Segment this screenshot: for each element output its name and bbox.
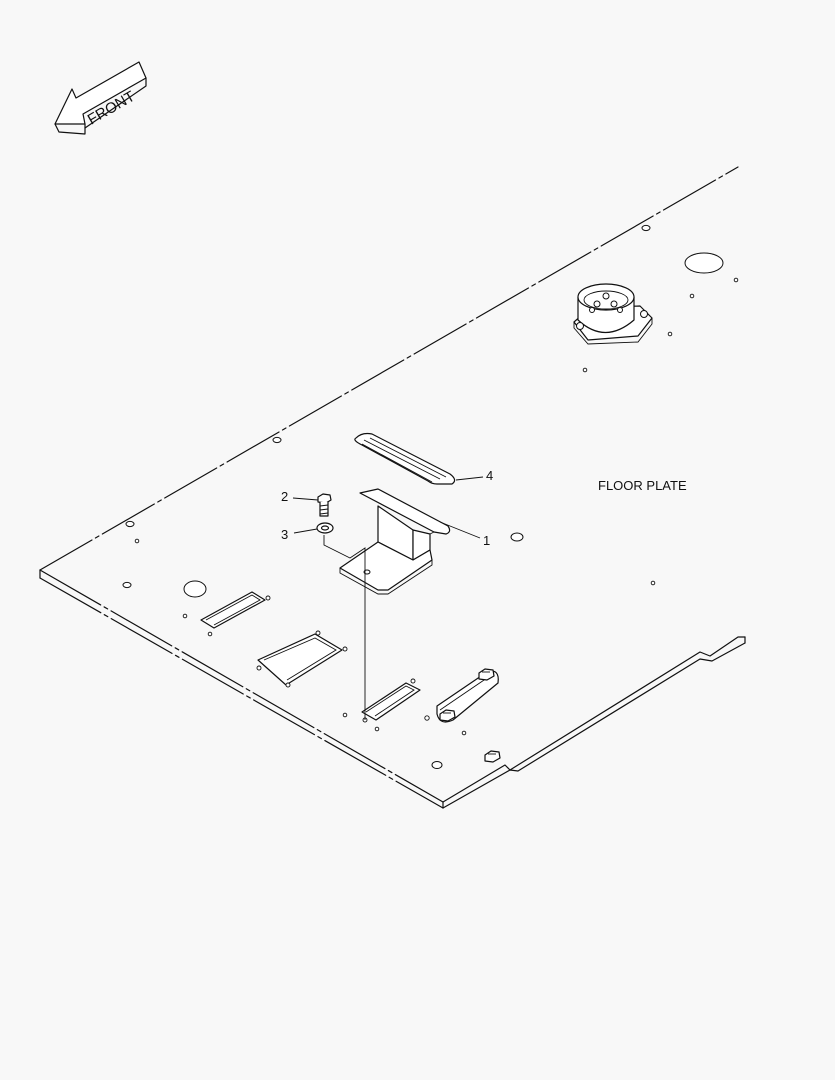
footrest-bracket xyxy=(339,488,451,595)
page-title: FLOOR PLATE xyxy=(598,478,687,493)
callout-2-label: 2 xyxy=(281,489,288,504)
plate-holes xyxy=(122,224,739,769)
callout-1-label: 1 xyxy=(483,533,490,548)
cover-strip xyxy=(436,668,501,763)
washer-icon xyxy=(316,522,334,534)
leader-lines xyxy=(292,476,484,720)
bolt-icon xyxy=(484,750,501,763)
callout-3-label: 3 xyxy=(281,527,288,542)
front-arrow-icon: FRONT xyxy=(54,61,147,135)
bolt-icon xyxy=(478,668,495,681)
bolt-icon xyxy=(439,709,456,722)
rubber-pad xyxy=(354,432,456,485)
round-boss xyxy=(573,283,653,345)
rectangular-openings xyxy=(200,591,421,723)
floor-plate xyxy=(39,166,746,809)
callout-4-label: 4 xyxy=(486,468,493,483)
hex-bolt-icon xyxy=(317,493,332,517)
